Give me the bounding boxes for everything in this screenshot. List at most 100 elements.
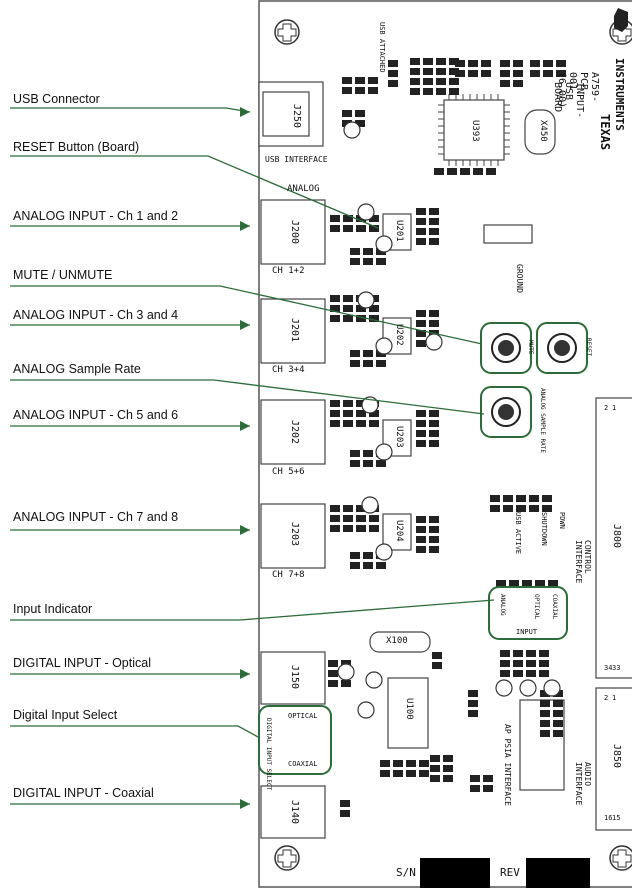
status-label: USB ACTIVE: [514, 512, 522, 555]
channel-label: CH 7+8: [272, 570, 305, 580]
smd-pad: [330, 225, 340, 232]
smd-pad: [410, 88, 420, 95]
smd-pad: [376, 562, 386, 569]
smd-pad: [423, 68, 433, 75]
callout-label: ANALOG INPUT - Ch 3 and 4: [13, 308, 179, 322]
smd-pad: [513, 670, 523, 677]
pin-number: 33: [612, 664, 621, 672]
smd-pad: [429, 238, 439, 245]
smd-pad: [513, 650, 523, 657]
smd-pad: [513, 60, 523, 67]
sample-rate-switch: [480, 386, 532, 438]
smd-pad: [449, 78, 459, 85]
smd-pad: [443, 755, 453, 762]
smd-pad: [483, 785, 493, 792]
smd-pad: [449, 68, 459, 75]
smd-pad: [330, 295, 340, 302]
control-interface-label: CONTROL INTERFACE: [574, 540, 592, 584]
serial-label: S/N: [396, 866, 416, 879]
channel-label: CH 5+6: [272, 467, 305, 477]
smd-pad: [526, 670, 536, 677]
smd-pad: [436, 58, 446, 65]
smd-pad: [530, 70, 540, 77]
smd-pad: [416, 310, 426, 317]
smd-pad: [540, 690, 550, 697]
smd-pad: [356, 315, 366, 322]
switch-label-reset: RESET: [585, 338, 592, 357]
smd-pad: [350, 460, 360, 467]
leader-line: [10, 725, 261, 739]
smd-pad: [363, 552, 373, 559]
pin-number: 34: [604, 664, 613, 672]
mounting-hole-icon: [609, 845, 632, 871]
connector-j200: J200: [289, 220, 300, 245]
smd-pad: [436, 88, 446, 95]
arrowhead-icon: [240, 107, 250, 117]
smd-pad: [553, 710, 563, 717]
smd-pad: [429, 228, 439, 235]
chip-label-u393: U393: [470, 120, 480, 142]
pin-number: 16: [604, 814, 613, 822]
smd-pad: [434, 168, 444, 175]
digital-select-group: [258, 705, 332, 775]
pin-number: 1: [612, 694, 617, 702]
capacitor: [361, 496, 379, 514]
smd-pad: [486, 168, 496, 175]
smd-pad: [380, 770, 390, 777]
usb-connector-jack: [258, 81, 324, 147]
smd-pad: [363, 258, 373, 265]
leader-line: [10, 285, 483, 345]
chip-label-u202: U202: [394, 324, 404, 346]
smd-pad: [513, 660, 523, 667]
smd-pad: [539, 650, 549, 657]
smd-pad: [369, 215, 379, 222]
smd-pad: [432, 662, 442, 669]
capacitor: [375, 235, 393, 253]
reset-switch: [536, 322, 588, 374]
mute-switch: [480, 322, 532, 374]
smd-pad: [369, 305, 379, 312]
callout-label: MUTE / UNMUTE: [13, 268, 113, 282]
digital-select-optical: OPTICAL: [288, 712, 318, 720]
callout-label: ANALOG Sample Rate: [13, 362, 141, 376]
smd-pad: [416, 536, 426, 543]
smd-pad: [522, 580, 532, 587]
smd-pad: [416, 238, 426, 245]
smd-pad: [330, 525, 340, 532]
smd-pad: [500, 80, 510, 87]
smd-pad: [363, 350, 373, 357]
arrowhead-icon: [240, 421, 250, 431]
smd-pad: [356, 515, 366, 522]
connector-j800: J800: [611, 524, 622, 549]
chip-label-u204: U204: [394, 520, 404, 542]
smd-pad: [369, 315, 379, 322]
optical-jack-j150: [260, 651, 326, 705]
smd-pad: [369, 410, 379, 417]
input-item: COAXIAL: [551, 594, 558, 620]
smd-pad: [369, 525, 379, 532]
smd-pad: [376, 258, 386, 265]
ground-label: GROUND: [515, 264, 524, 293]
smd-pad: [542, 495, 552, 502]
callout-label: DIGITAL INPUT - Optical: [13, 656, 151, 670]
smd-pad: [328, 680, 338, 687]
smd-pad: [483, 775, 493, 782]
smd-pad: [330, 515, 340, 522]
switch-label-rate: ANALOG SAMPLE RATE: [539, 388, 546, 454]
smd-pad: [443, 775, 453, 782]
capacitor: [519, 679, 537, 697]
smd-pad: [363, 450, 373, 457]
smd-pad: [350, 258, 360, 265]
smd-pad: [432, 652, 442, 659]
smd-pad: [443, 765, 453, 772]
smd-pad: [542, 505, 552, 512]
smd-pad: [416, 228, 426, 235]
smd-pad: [516, 495, 526, 502]
board-name: INPUT-USB BOARD: [552, 82, 585, 119]
smd-pad: [556, 70, 566, 77]
smd-pad: [416, 320, 426, 327]
capacitor: [337, 663, 355, 681]
connector-j150: J150: [289, 665, 300, 690]
smd-pad: [343, 410, 353, 417]
smd-pad: [350, 562, 360, 569]
